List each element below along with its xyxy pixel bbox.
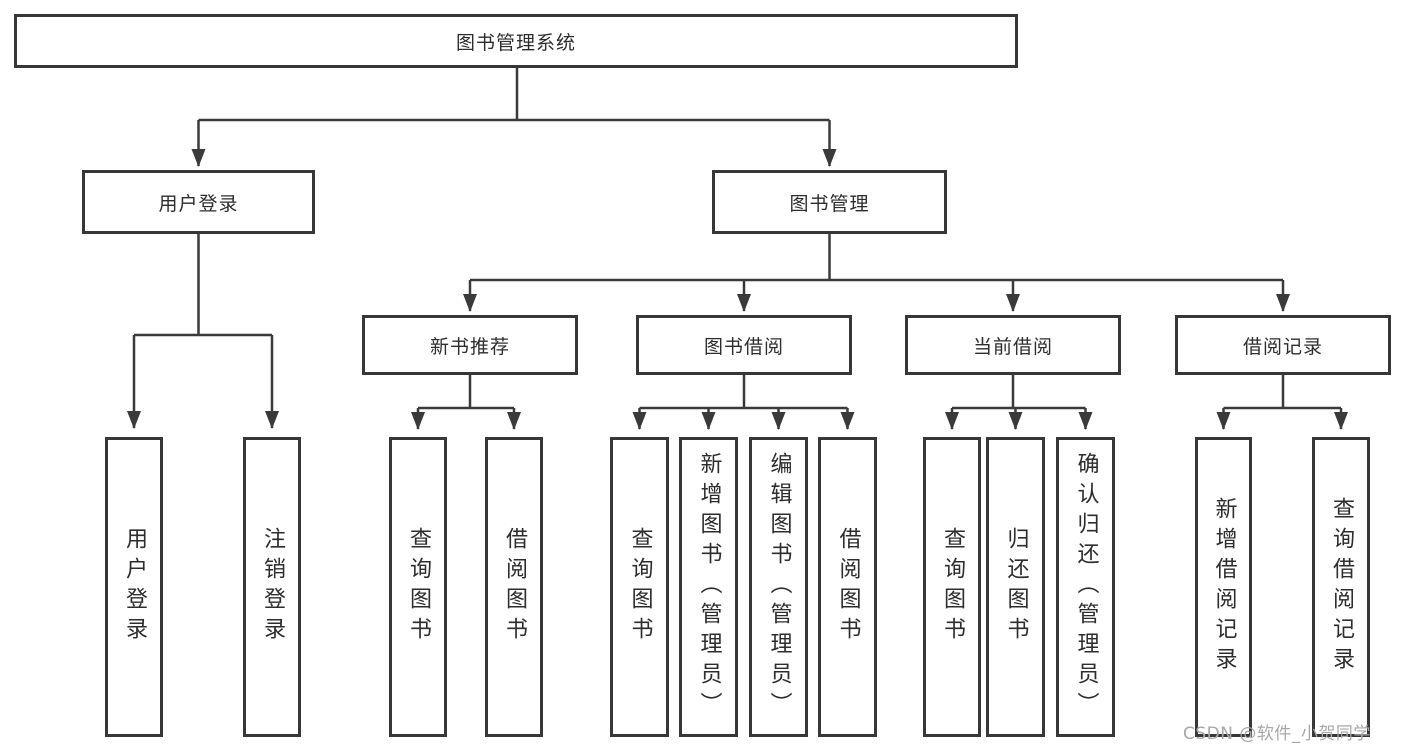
- node-current-borrow-label: 当前借阅: [972, 335, 1053, 358]
- leaf-nb-query-book: 查询图书: [389, 437, 447, 737]
- leaf-bb-edit-book-admin: 编辑图书（管理员）: [749, 437, 808, 737]
- leaf-nb-borrow-book-label: 借阅图书: [502, 527, 527, 647]
- node-root-system: 图书管理系统: [14, 14, 1018, 68]
- node-borrow-records: 借阅记录: [1175, 315, 1391, 375]
- leaf-bb-edit-book-admin-label: 编辑图书（管理员）: [766, 452, 792, 722]
- node-book-borrow: 图书借阅: [636, 315, 852, 375]
- leaf-user-login: 用户登录: [105, 437, 163, 737]
- leaf-bb-query-book: 查询图书: [610, 437, 669, 737]
- node-borrow-records-label: 借阅记录: [1242, 335, 1323, 358]
- node-current-borrow: 当前借阅: [905, 315, 1121, 375]
- leaf-bb-borrow-book-label: 借阅图书: [835, 527, 861, 647]
- leaf-bb-add-book-admin: 新增图书（管理员）: [679, 437, 738, 737]
- node-new-book-recommend: 新书推荐: [362, 315, 578, 375]
- leaf-br-query-record-label: 查询借阅记录: [1329, 497, 1354, 677]
- node-book-management-label: 图书管理: [789, 192, 870, 215]
- node-root-label: 图书管理系统: [455, 31, 576, 54]
- csdn-watermark: CSDN @软件_小贺同学: [1183, 724, 1371, 744]
- leaf-nb-query-book-label: 查询图书: [406, 527, 431, 647]
- leaf-br-add-record: 新增借阅记录: [1195, 437, 1252, 737]
- leaf-nb-borrow-book: 借阅图书: [485, 437, 543, 737]
- leaf-logout-label: 注销登录: [260, 527, 285, 647]
- leaf-user-login-label: 用户登录: [122, 527, 147, 647]
- leaf-bb-borrow-book: 借阅图书: [818, 437, 877, 737]
- leaf-cb-confirm-return-admin: 确认归还（管理员）: [1056, 437, 1115, 737]
- leaf-bb-query-book-label: 查询图书: [627, 527, 653, 647]
- leaf-cb-return-book: 归还图书: [986, 437, 1045, 737]
- leaf-logout: 注销登录: [243, 437, 301, 737]
- node-book-borrow-label: 图书借阅: [703, 335, 784, 358]
- leaf-bb-add-book-admin-label: 新增图书（管理员）: [696, 452, 722, 722]
- leaf-br-query-record: 查询借阅记录: [1312, 437, 1370, 737]
- node-user-login-label: 用户登录: [158, 192, 239, 215]
- leaf-cb-query-book: 查询图书: [923, 437, 981, 737]
- node-book-management: 图书管理: [712, 170, 947, 234]
- leaf-cb-query-book-label: 查询图书: [940, 527, 965, 647]
- leaf-cb-return-book-label: 归还图书: [1003, 527, 1029, 647]
- leaf-br-add-record-label: 新增借阅记录: [1211, 497, 1237, 677]
- node-new-book-recommend-label: 新书推荐: [429, 335, 510, 358]
- node-user-login: 用户登录: [82, 170, 315, 234]
- leaf-cb-confirm-return-admin-label: 确认归还（管理员）: [1073, 452, 1099, 722]
